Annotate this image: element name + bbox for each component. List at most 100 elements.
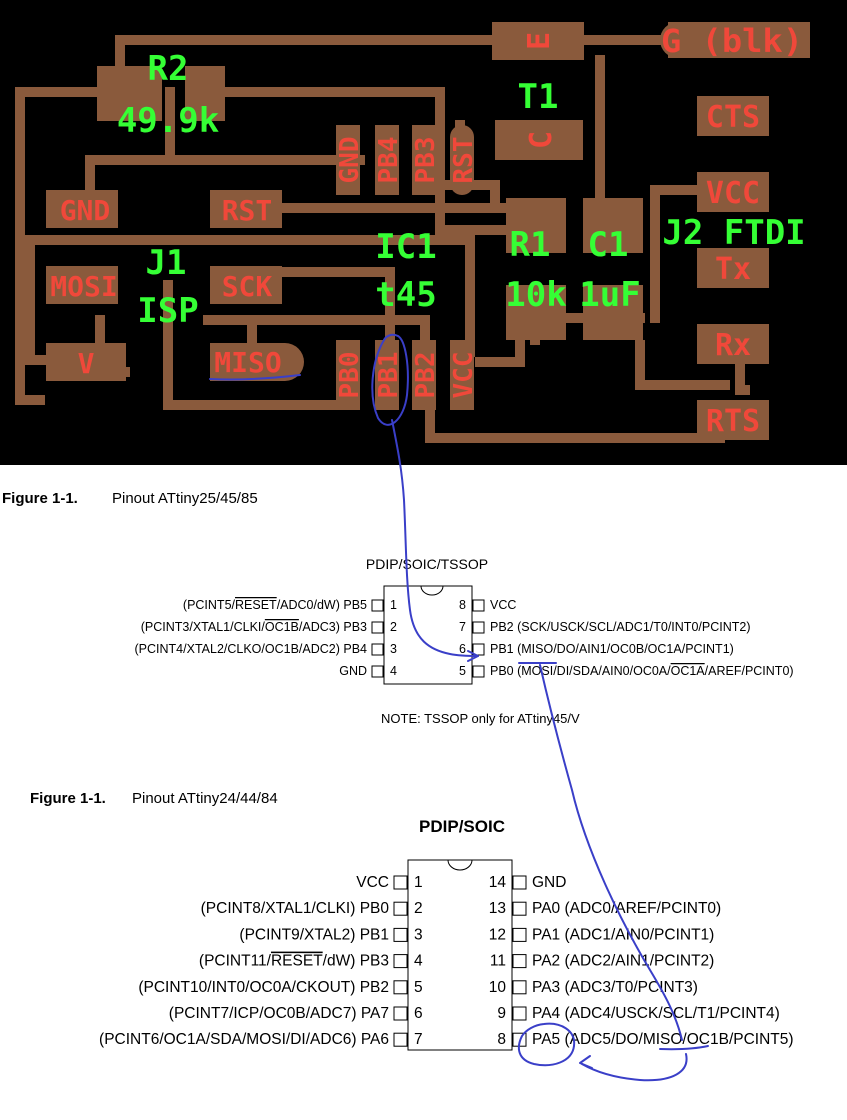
pin-label: VCC bbox=[490, 598, 516, 612]
pin-row: 7 (PCINT6/OC1A/SDA/MOSI/DI/ADC6) PA6 bbox=[99, 1031, 423, 1048]
pin-number: 13 bbox=[489, 900, 506, 917]
pin-row: 2(PCINT3/XTAL1/CLKI/OC1B/ADC3) PB3 bbox=[141, 620, 397, 634]
pad-label-gnd: GND bbox=[60, 194, 111, 227]
pad-label-c: C bbox=[524, 131, 559, 149]
silk-c1-value: 1uF bbox=[579, 275, 640, 315]
pcb-board-layout: G (blk) E C CTS VCC Tx Rx RTS GND RST MO… bbox=[0, 0, 847, 465]
pin-label: (PCINT8/XTAL1/CLKI) PB0 bbox=[201, 900, 390, 917]
pin-label: PB0 (MOSI/DI/SDA/AIN0/OC0A/OC1A/AREF/PCI… bbox=[490, 664, 794, 678]
pad-label-e: E bbox=[522, 32, 557, 50]
pin-square bbox=[393, 954, 408, 969]
pin-number: 12 bbox=[489, 926, 506, 943]
pin-number: 11 bbox=[490, 953, 506, 970]
pin-square bbox=[371, 621, 384, 634]
pin-label: PA4 (ADC4/USCK/SCL/T1/PCINT4) bbox=[532, 1005, 780, 1022]
pad-label-vcc: VCC bbox=[706, 176, 760, 211]
tiny44-chip-body bbox=[407, 859, 513, 1051]
pin-square bbox=[371, 599, 384, 612]
pin-number: 3 bbox=[390, 642, 397, 656]
tiny44-figure-title: Pinout ATtiny24/44/84 bbox=[132, 790, 278, 807]
pin-number: 10 bbox=[489, 979, 507, 996]
pin-number: 5 bbox=[459, 664, 466, 678]
silk-r1: R1 bbox=[510, 225, 551, 265]
pin-number: 14 bbox=[489, 874, 507, 891]
pin-label: (PCINT11/RESET/dW) PB3 bbox=[199, 953, 389, 970]
pin-number: 9 bbox=[497, 1005, 506, 1022]
pad-label-mosi: MOSI bbox=[50, 270, 117, 303]
pin-label: GND bbox=[339, 664, 367, 678]
pin-label: PA1 (ADC1/AIN0/PCINT1) bbox=[532, 926, 714, 943]
pin-number: 8 bbox=[459, 598, 466, 612]
tiny45-note: NOTE: TSSOP only for ATtiny45/V bbox=[381, 711, 580, 726]
pad-label-sck: SCK bbox=[222, 270, 273, 303]
pin-square bbox=[393, 875, 408, 890]
pin-label: (PCINT6/OC1A/SDA/MOSI/DI/ADC6) PA6 bbox=[99, 1031, 389, 1048]
tiny45-figure-label: Figure 1-1. bbox=[2, 490, 78, 507]
pin-number: 2 bbox=[414, 900, 423, 917]
silk-t1: T1 bbox=[518, 77, 559, 117]
pin-row: 1(PCINT5/RESET/ADC0/dW) PB5 bbox=[183, 598, 397, 612]
pin-row: 6 (PCINT7/ICP/OC0B/ADC7) PA7 bbox=[169, 1005, 423, 1022]
pin-number: 5 bbox=[414, 979, 423, 996]
pad-label-ic-pb4: PB4 bbox=[374, 137, 404, 184]
pin-label: PA2 (ADC2/AIN1/PCINT2) bbox=[532, 953, 714, 970]
tiny45-left-pins: 1(PCINT5/RESET/ADC0/dW) PB5 2(PCINT3/XTAL… bbox=[135, 598, 397, 678]
silkscreen-labels: R2 49.9k T1 IC1 t45 J1 ISP R1 10k C1 1uF… bbox=[117, 49, 806, 331]
pin-square bbox=[512, 927, 527, 942]
silk-r2-value: 49.9k bbox=[117, 101, 219, 141]
pin-square bbox=[371, 643, 384, 656]
tiny45-package-label: PDIP/SOIC/TSSOP bbox=[366, 556, 488, 572]
silk-ic1: IC1 bbox=[375, 227, 436, 267]
pin-row: 5 PB0 (MOSI/DI/SDA/AIN0/OC0A/OC1A/AREF/PC… bbox=[459, 664, 794, 678]
pin-label: PA3 (ADC3/T0/PCINT3) bbox=[532, 979, 698, 996]
pin-square bbox=[393, 927, 408, 942]
pin-label: (PCINT7/ICP/OC0B/ADC7) PA7 bbox=[169, 1005, 389, 1022]
pin-number: 6 bbox=[414, 1005, 423, 1022]
pad-label-rx: Rx bbox=[715, 328, 751, 363]
datasheet-pinouts: Figure 1-1. Pinout ATtiny25/45/85 PDIP/S… bbox=[2, 490, 794, 1051]
pin-label: VCC bbox=[356, 874, 389, 891]
pin-square bbox=[472, 643, 485, 656]
pad-label-ic-gnd: GND bbox=[335, 137, 365, 184]
pad-label-ic-rst: RST bbox=[449, 137, 479, 184]
silk-c1: C1 bbox=[588, 225, 629, 265]
silk-j1-isp: ISP bbox=[137, 291, 198, 331]
pad-labels: G (blk) E C CTS VCC Tx Rx RTS GND RST MO… bbox=[50, 22, 803, 439]
pin-square bbox=[371, 665, 384, 678]
tiny45-pinout: Figure 1-1. Pinout ATtiny25/45/85 PDIP/S… bbox=[2, 490, 794, 726]
tiny44-pinout: Figure 1-1. Pinout ATtiny24/44/84 PDIP/S… bbox=[30, 790, 794, 1051]
pad-label-cts: CTS bbox=[706, 100, 760, 135]
pin-square bbox=[472, 599, 485, 612]
pin-number: 8 bbox=[497, 1031, 506, 1048]
tiny44-figure-label: Figure 1-1. bbox=[30, 790, 106, 807]
pin-square bbox=[512, 1006, 527, 1021]
pin-square bbox=[512, 901, 527, 916]
pin-label: PA5 (ADC5/DO/MISO/OC1B/PCINT5) bbox=[532, 1031, 794, 1048]
pin-row: 4(PCINT11/RESET/dW) PB3 bbox=[199, 953, 423, 970]
pad-label-v: V bbox=[78, 347, 95, 380]
pin-number: 7 bbox=[459, 620, 466, 634]
tiny44-notch bbox=[447, 859, 473, 871]
pin-square bbox=[512, 1032, 527, 1047]
pin-label: (PCINT9/XTAL2) PB1 bbox=[239, 926, 389, 943]
pad-label-ic-pb1: PB1 bbox=[374, 352, 404, 399]
pin-row: 2 (PCINT8/XTAL1/CLKI) PB0 bbox=[201, 900, 423, 917]
pin-row: 9 PA4 (ADC4/USCK/SCL/T1/PCINT4) bbox=[497, 1005, 779, 1022]
copper-pads bbox=[46, 22, 810, 440]
pin-row: 12 PA1 (ADC1/AIN0/PCINT1) bbox=[489, 926, 715, 943]
pin-square bbox=[472, 621, 485, 634]
pin-number: 1 bbox=[390, 598, 397, 612]
pin-label: (PCINT3/XTAL1/CLKI/OC1B/ADC3) PB3 bbox=[141, 620, 367, 634]
pin-row: 11 PA2 (ADC2/AIN1/PCINT2) bbox=[490, 953, 714, 970]
pad-label-ic-pb2: PB2 bbox=[411, 352, 441, 399]
pin-number: 7 bbox=[414, 1031, 423, 1048]
pad-label-rst: RST bbox=[222, 194, 273, 227]
pin-row: 3(PCINT9/XTAL2) PB1 bbox=[239, 926, 422, 943]
pin-square bbox=[393, 901, 408, 916]
pin-label: GND bbox=[532, 874, 566, 891]
